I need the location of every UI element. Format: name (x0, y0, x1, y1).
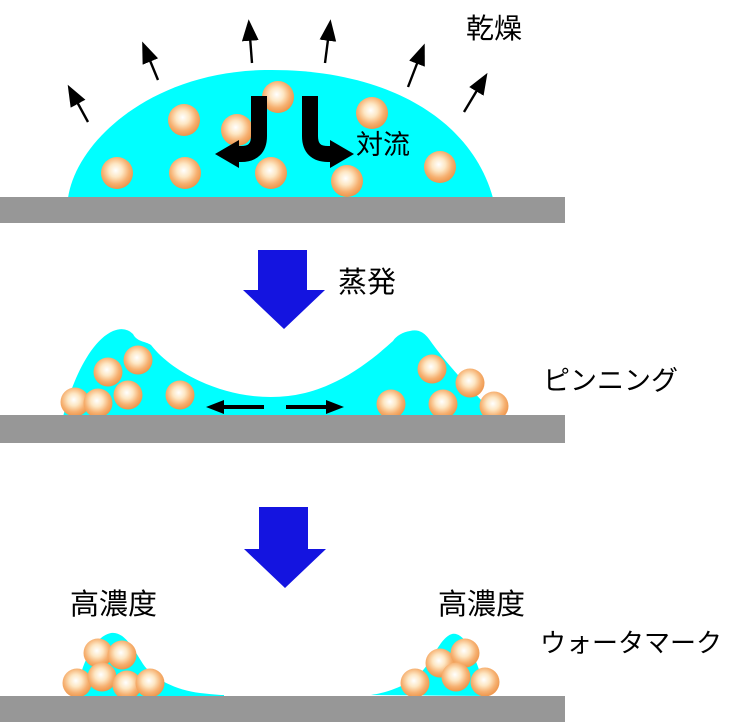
particle (255, 157, 287, 189)
outward-flow-arrow-right (286, 400, 344, 414)
particle (417, 354, 447, 384)
particle (83, 388, 113, 418)
particle (424, 151, 456, 183)
label-drying: 乾燥 (466, 13, 523, 44)
label-watermark: ウォータマーク (540, 628, 723, 658)
label-pinning: ピンニング (543, 366, 678, 396)
particle (428, 389, 458, 419)
particle (479, 391, 509, 421)
process-arrow-evaporation (243, 250, 325, 329)
particles-stage2 (60, 345, 509, 421)
particle (135, 668, 165, 698)
particle (168, 104, 200, 136)
particles-stage3 (62, 638, 500, 700)
particle (221, 114, 253, 146)
label-evaporation: 蒸発 (338, 267, 397, 299)
process-arrow-2 (244, 507, 326, 588)
particle (331, 165, 363, 197)
label-high-concentration-left: 高濃度 (70, 589, 158, 621)
particle (123, 345, 153, 375)
particle (455, 368, 485, 398)
particle (62, 668, 92, 698)
substrate-1 (0, 197, 565, 223)
stage-pinning (0, 329, 565, 443)
particles-stage1 (101, 81, 456, 197)
stage-drying (0, 19, 565, 223)
convection-arrow-left (215, 96, 267, 168)
outward-flow-arrow-left (206, 400, 264, 414)
particle (356, 97, 388, 129)
particle (60, 387, 90, 417)
particle (262, 81, 294, 113)
particle (450, 638, 480, 668)
convection-arrow-right (302, 96, 354, 168)
particle (470, 667, 500, 697)
particle (107, 640, 137, 670)
particle (165, 380, 195, 410)
particle (83, 638, 113, 668)
particle (101, 157, 133, 189)
particle (376, 389, 406, 419)
particle (169, 157, 201, 189)
particle (93, 357, 123, 387)
particle (441, 662, 471, 692)
substrate-2 (0, 415, 565, 443)
substrate-3 (0, 696, 565, 722)
label-high-concentration-right: 高濃度 (438, 589, 526, 621)
particle (400, 668, 430, 698)
particle (112, 670, 142, 700)
particle (87, 662, 117, 692)
evaporation-arrows (67, 19, 488, 123)
label-convection: 対流 (356, 130, 410, 160)
stage-watermark (0, 632, 565, 722)
particle (113, 380, 143, 410)
